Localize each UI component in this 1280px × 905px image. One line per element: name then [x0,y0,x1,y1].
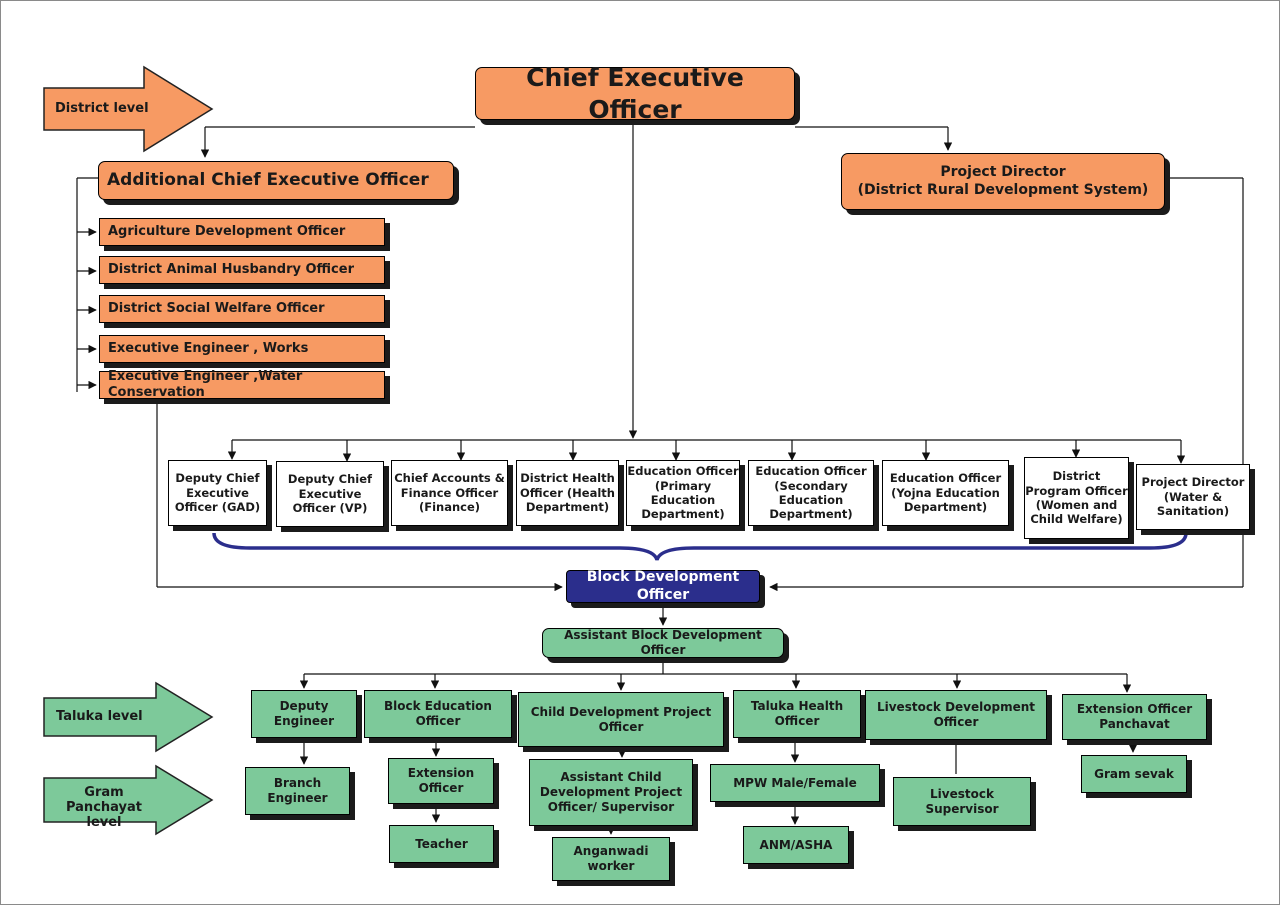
district-social-welfare-officer: District Social Welfare Officer [99,295,385,323]
teacher: Teacher [389,825,494,863]
district-animal-husbandry-officer: District Animal Husbandry Officer [99,256,385,284]
gram-sevak: Gram sevak [1081,755,1187,793]
project-director-subtitle: (District Rural Development System) [857,181,1149,198]
executive-engineer-water-conservation: Executive Engineer ,Water Conservation [99,369,385,400]
taluka-extension-officer-panchavat: Extension Officer Panchavat [1062,694,1207,740]
dept-education-secondary: Education Officer (Secondary Education D… [748,460,874,526]
block-development-officer: Block Development Officer [566,569,760,603]
assistant-block-development-officer: Assistant Block Development Officer [542,628,784,658]
dept-district-health-officer: District Health Officer (Health Departme… [516,460,619,526]
dept-district-program-officer: District Program Officer (Women and Chil… [1024,457,1129,539]
dept-deputy-ceo-vp: Deputy Chief Executive Officer (VP) [276,461,384,527]
project-director-drds: Project Director (District Rural Develop… [841,153,1165,210]
gram-panchayat-level-label: Gram Panchayat level [65,785,142,830]
taluka-health-officer: Taluka Health Officer [733,690,861,738]
gram-level-arrow [43,764,214,836]
extension-officer: Extension Officer [388,758,494,804]
branch-engineer: Branch Engineer [245,767,350,815]
livestock-supervisor: Livestock Supervisor [893,777,1031,826]
mpw-male-female: MPW Male/Female [710,764,880,802]
taluka-level-arrow [43,681,214,753]
executive-engineer-works: Executive Engineer , Works [99,335,385,363]
additional-chief-executive-officer: Additional Chief Executive Officer [98,161,454,200]
agriculture-development-officer: Agriculture Development Officer [99,218,385,246]
district-level-arrow [43,65,214,153]
dept-education-primary: Education Officer (Primary Education Dep… [626,460,740,526]
dept-project-director-water: Project Director (Water & Sanitation) [1136,464,1250,530]
district-level-label: District level [55,101,149,116]
assistant-child-development-project-officer: Assistant Child Development Project Offi… [529,759,693,826]
anganwadi-worker: Anganwadi worker [552,837,670,881]
dept-deputy-ceo-gad: Deputy Chief Executive Officer (GAD) [168,460,267,526]
taluka-child-development-project-officer: Child Development Project Officer [518,692,724,747]
taluka-livestock-development-officer: Livestock Development Officer [865,690,1047,740]
anm-asha: ANM/ASHA [743,826,849,864]
taluka-level-label: Taluka level [56,709,143,724]
taluka-block-education-officer: Block Education Officer [364,690,512,738]
departments-brace [212,532,1188,561]
dept-education-yojna: Education Officer (Yojna Education Depar… [882,460,1009,526]
chief-executive-officer: Chief Executive Officer [475,63,795,124]
taluka-deputy-engineer: Deputy Engineer [251,690,357,738]
project-director-title: Project Director [940,164,1066,180]
dept-chief-accounts-finance: Chief Accounts & Finance Officer (Financ… [391,460,508,526]
